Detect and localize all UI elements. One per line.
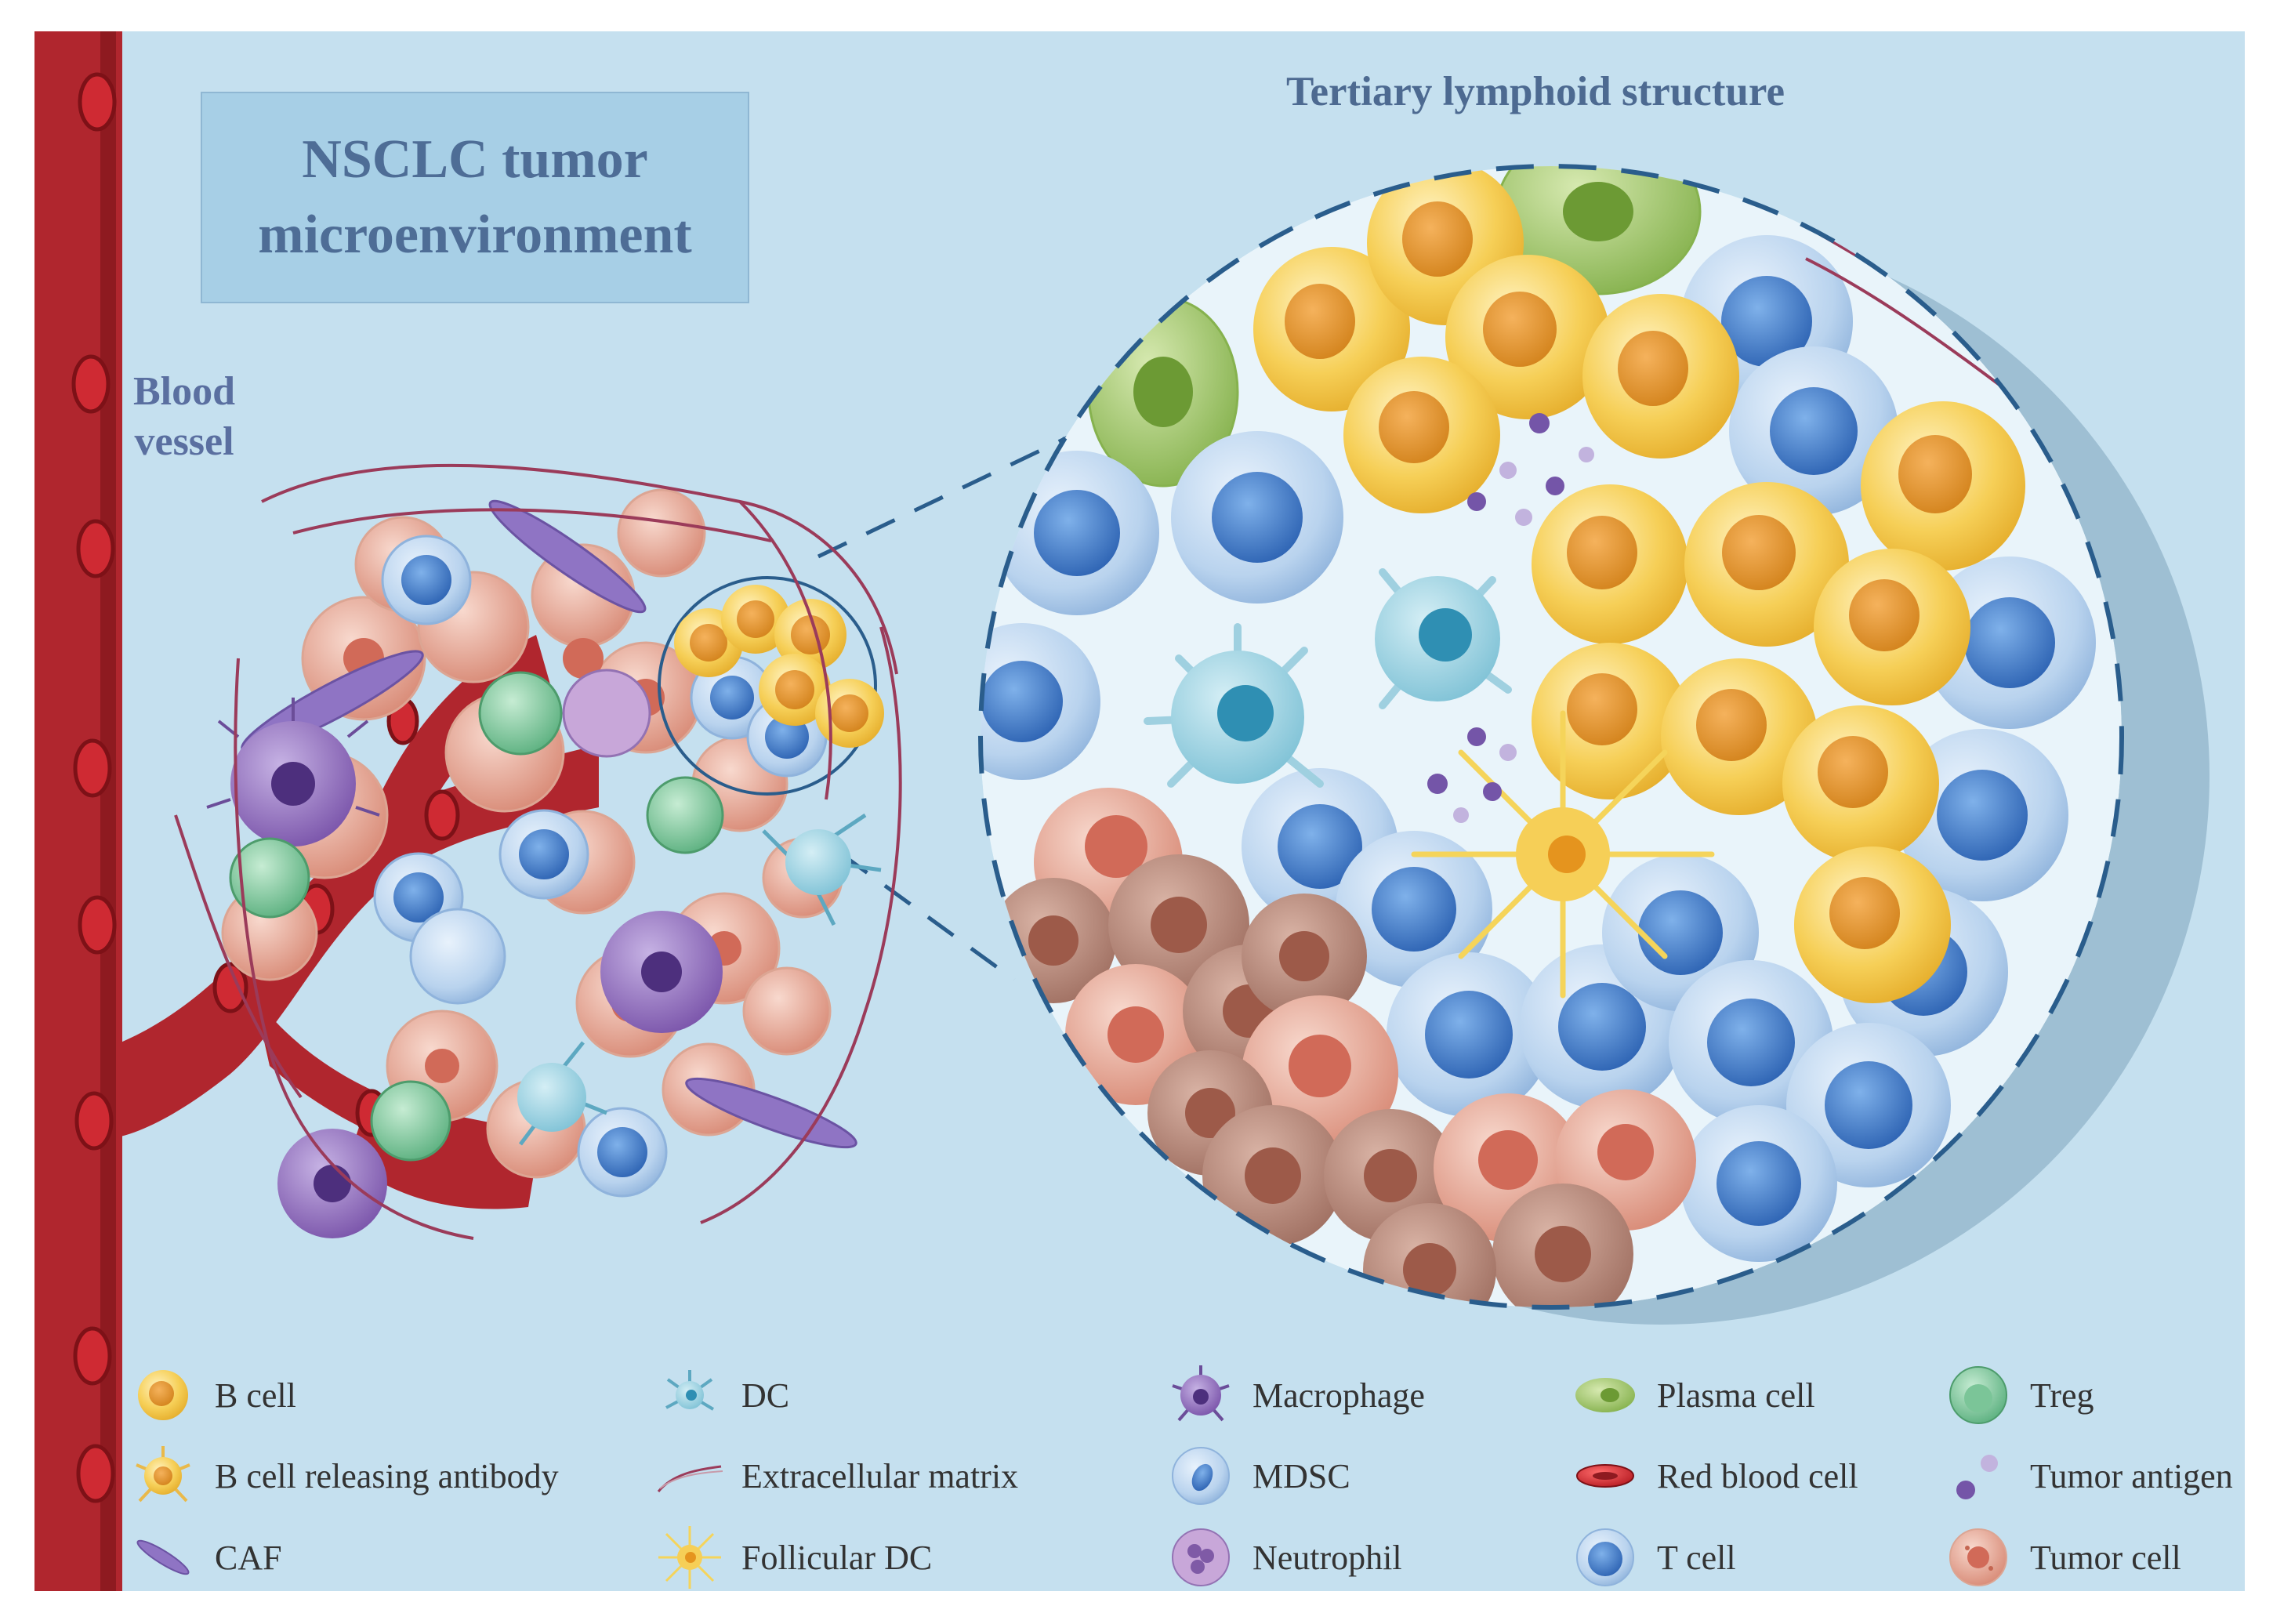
legend-label: Macrophage [1253,1376,1425,1415]
tls-t-cells [981,235,2096,1262]
legend-item-tumor-antigen: Tumor antigen [1945,1441,2233,1511]
legend-label: Red blood cell [1657,1456,1858,1495]
cluster-mdsc [409,908,506,1005]
tumor-antigen-icon [1956,1455,1998,1499]
cluster-b-cells [674,585,884,748]
legend-item-treg: Treg [1945,1360,2094,1430]
title-line: NSCLC tumor [302,129,648,190]
follicular-dc-icon [658,1526,721,1589]
b-cell-icon [138,1370,188,1420]
legend-item-mdsc: MDSC [1168,1441,1350,1511]
t-cell-icon [1576,1528,1634,1586]
legend-item-dc: DC [657,1360,789,1430]
legend-label: B cell [215,1376,296,1415]
zoom-lines [817,390,1165,982]
legend-item-caf: CAF [130,1522,282,1591]
caf-icon [136,1539,190,1575]
legend-item-t-cell: T cell [1572,1522,1736,1591]
cluster-t-cells [373,535,828,1198]
blood-vessel-label-line: vessel [134,419,234,464]
legend-label: B cell releasing antibody [215,1456,559,1495]
title-line: microenvironment [258,205,692,265]
tumor-antigens [1427,413,1594,823]
cluster-dc [517,1063,586,1132]
title-box: NSCLC tumor microenvironment [201,92,749,303]
treg-icon [1949,1366,2007,1424]
b-follicle-ring [658,576,877,796]
tumor-cluster [174,463,902,1240]
legend-item-tumor-cell: Tumor cell [1945,1522,2181,1591]
macrophages [206,698,723,1238]
legend-label: DC [741,1376,790,1415]
cluster-dc [785,829,851,895]
tumor-cell-icon [1949,1528,2007,1586]
legend-label: Tumor cell [2030,1538,2181,1577]
blood-vessel-label: Blood vessel [133,367,235,467]
neutrophil-icon [1172,1528,1230,1586]
cluster-neutrophil [562,669,651,758]
tls-border [978,164,2124,1310]
scene [34,31,2210,1591]
cluster-tregs [229,671,724,1162]
dc-icon [665,1370,715,1411]
legend-label: Neutrophil [1253,1538,1402,1577]
legend-item-b-cell-antibody: B cell releasing antibody [130,1441,559,1511]
legend-item-rbc: Red blood cell [1572,1441,1858,1511]
figure-panel: NSCLC tumor microenvironment Blood vesse… [34,31,2245,1591]
ecm-icon [657,1465,723,1492]
tls-label: Tertiary lymphoid structure [1286,69,1785,114]
legend-item-neutrophil: Neutrophil [1168,1522,1402,1591]
legend-label: Follicular DC [741,1538,933,1577]
legend-item-follicular-dc: Follicular DC [657,1522,932,1591]
legend-item-macrophage: Macrophage [1168,1360,1425,1430]
legend-label: MDSC [1253,1456,1350,1495]
legend-label: T cell [1657,1538,1736,1577]
mdsc-icon [1172,1447,1230,1505]
red-blood-cells [71,72,460,1503]
legend-item-b-cell: B cell [130,1360,296,1430]
legend-item-ecm: Extracellular matrix [657,1441,1018,1511]
b-cell-antibody-icon [136,1446,190,1503]
legend-label: Plasma cell [1657,1376,1815,1415]
rbc-icon [1576,1464,1634,1488]
macrophage-icon [1172,1365,1230,1422]
tls-b-cells [1253,166,2025,1003]
blood-vessel-label-line: Blood [133,369,236,414]
title-text: NSCLC tumor microenvironment [202,122,748,273]
ecm-fibers [174,463,902,1240]
legend-label: CAF [215,1538,282,1577]
plasma-cell-icon [1575,1378,1635,1412]
legend-item-plasma-cell: Plasma cell [1572,1360,1815,1430]
legend-label: Extracellular matrix [741,1456,1019,1495]
legend-label: Treg [2030,1376,2094,1415]
legend-label: Tumor antigen [2030,1456,2233,1495]
